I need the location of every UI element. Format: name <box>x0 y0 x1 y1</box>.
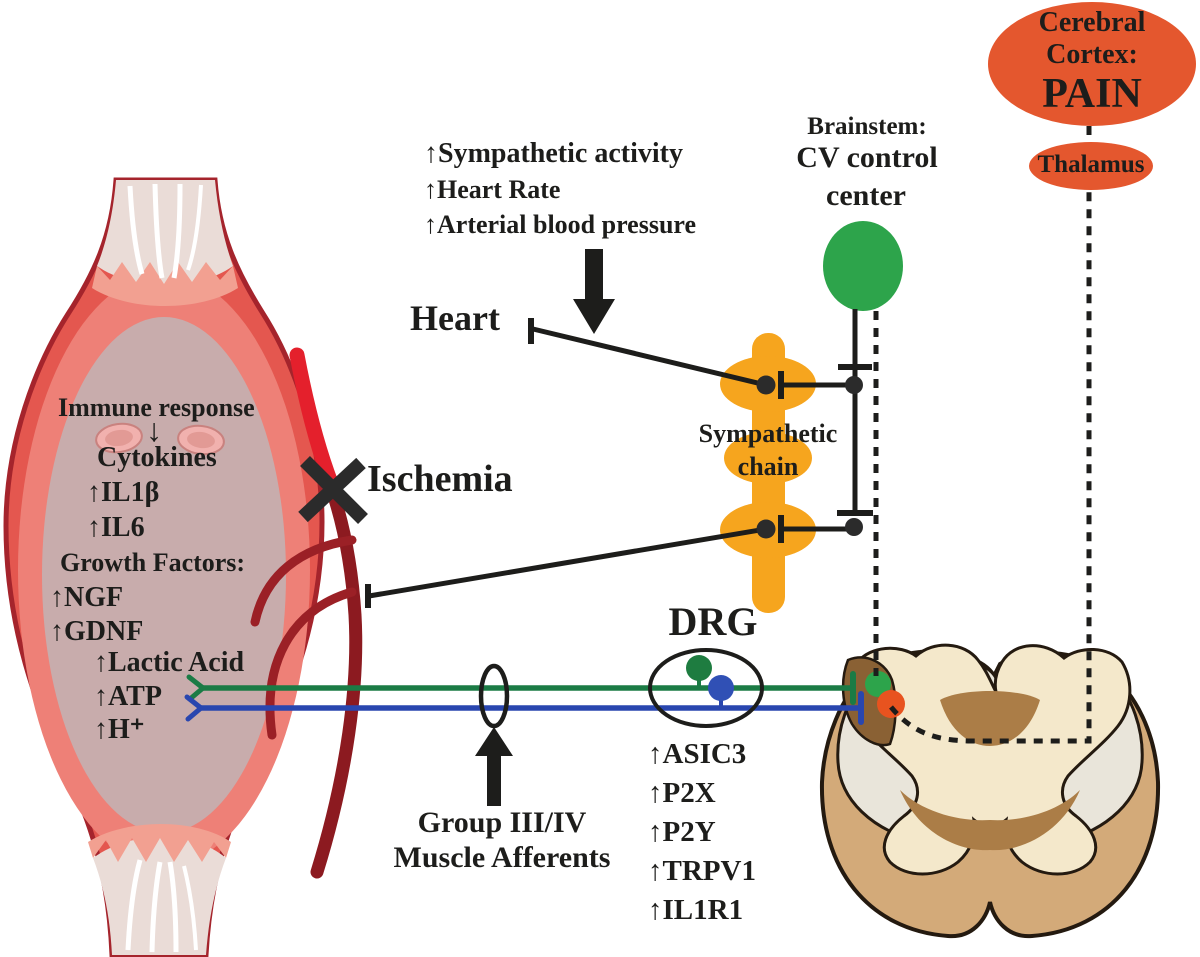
chain-to-heart-line <box>532 326 767 388</box>
vessel-branch <box>250 535 357 627</box>
label-atp: ↑ATP <box>94 681 162 712</box>
thalamus-node <box>1029 142 1153 190</box>
cerebral-cortex-node <box>988 2 1196 126</box>
label-receptor-il1r1: ↑IL1R1 <box>648 894 744 926</box>
label-cortex-1: Cerebral <box>1038 7 1146 38</box>
upper-junction-dot <box>845 376 863 394</box>
sympathetic-circuit-lines <box>365 309 873 608</box>
label-ischemia: Ischemia <box>367 458 513 500</box>
label-heart-rate: ↑Heart Rate <box>424 175 561 204</box>
label-receptor-trpv1: ↑TRPV1 <box>648 855 756 887</box>
tendon-bottom <box>88 824 231 955</box>
cord-ventral-shading <box>900 790 1080 851</box>
down-arrow-icon <box>573 249 615 334</box>
green-afferent-fiber <box>186 671 856 705</box>
up-arrow-icon <box>475 727 513 806</box>
blue-afferent-fiber <box>184 691 864 725</box>
vessel-healthy-segment <box>289 347 339 491</box>
immune-cell-icon <box>95 422 143 454</box>
label-sympathetic-chain-1: Sympathetic <box>698 419 838 448</box>
drg-green-soma <box>686 655 712 681</box>
dashed-pathways <box>873 126 1092 744</box>
drg-blue-soma <box>708 675 734 701</box>
label-growth-factors: Growth Factors: <box>60 548 246 577</box>
label-heart: Heart <box>410 298 500 338</box>
label-brainstem-title: Brainstem: <box>807 113 927 140</box>
brainstem-node <box>823 221 903 311</box>
green-fiber-fork <box>186 674 206 691</box>
spinothalamic-dashed-path <box>889 190 1092 744</box>
label-cytokines: Cytokines <box>97 442 217 473</box>
label-cortex-2: Cortex: <box>1046 39 1138 70</box>
label-brainstem-cv-control: CV control <box>796 141 938 174</box>
immune-cell-icon <box>177 424 225 456</box>
label-il1b: ↑IL1β <box>87 477 160 508</box>
spinal-cord <box>819 643 1161 939</box>
cord-central-shading <box>940 691 1040 746</box>
green-fiber-fork <box>187 685 206 702</box>
down-arrow-glyph: ↓ <box>146 412 162 448</box>
tendon-top <box>92 180 238 306</box>
label-receptor-p2x: ↑P2X <box>648 777 716 809</box>
dorsal-horn-orange-dot <box>877 690 905 718</box>
label-arterial-bp: ↑Arterial blood pressure <box>424 210 697 239</box>
label-pain: PAIN <box>1042 71 1142 117</box>
label-sympathetic-activity: ↑Sympathetic activity <box>424 138 683 169</box>
vessel-ischemic-segment <box>310 480 363 879</box>
blue-fiber-fork <box>184 694 204 711</box>
drg-outline-ellipse <box>648 648 764 728</box>
label-brainstem-center: center <box>826 179 906 212</box>
dorsal-horn-green-dot <box>865 671 891 697</box>
label-afferents-2: Muscle Afferents <box>393 841 611 874</box>
label-afferents-1: Group III/IV <box>417 806 587 839</box>
label-ngf: ↑NGF <box>50 582 124 613</box>
ischemia-x-icon <box>298 456 368 524</box>
label-il6: ↑IL6 <box>87 512 145 543</box>
label-receptor-p2y: ↑P2Y <box>648 816 716 848</box>
label-immune-response: Immune response <box>58 393 255 422</box>
label-gdnf: ↑GDNF <box>50 616 144 647</box>
muscle-illustration <box>3 177 325 957</box>
lower-junction-dot <box>845 518 863 536</box>
label-thalamus: Thalamus <box>1037 151 1145 178</box>
label-drg: DRG <box>668 599 758 644</box>
label-receptor-asic3: ↑ASIC3 <box>648 738 747 770</box>
upper-ganglion-neuron-dot <box>756 375 776 395</box>
chain-to-vessel-line <box>368 526 767 599</box>
label-h-plus: ↑H⁺ <box>94 714 145 745</box>
drg-ganglion <box>648 648 764 728</box>
blue-fiber-fork <box>185 705 204 722</box>
nerve-bundle-ellipse <box>478 663 510 729</box>
label-sympathetic-chain-2: chain <box>737 452 799 481</box>
lower-ganglion-neuron-dot <box>756 519 776 539</box>
label-lactic-acid: ↑Lactic Acid <box>94 647 245 678</box>
